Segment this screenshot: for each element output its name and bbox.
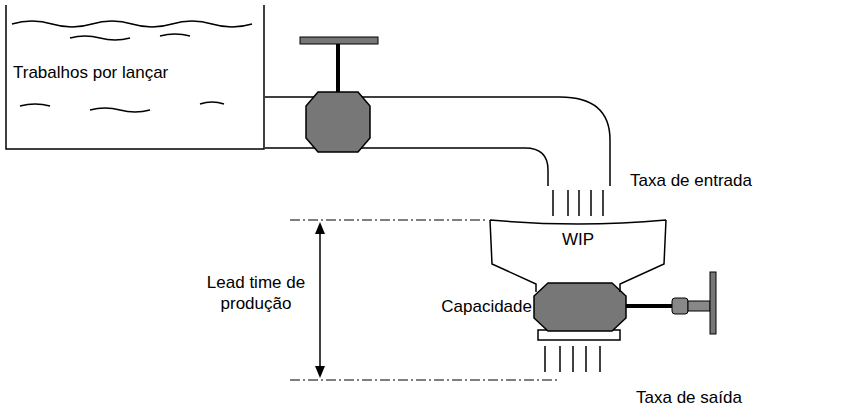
lead-time-label: Lead time de produção [200, 272, 312, 315]
capacity-valve [534, 283, 626, 331]
dimension-arrow [319, 232, 321, 368]
valve-handle [710, 272, 716, 334]
node-text: WIP [562, 230, 594, 250]
funnel-outline [490, 218, 666, 292]
output-rate-label: Taxa de saída [636, 387, 742, 408]
valve-handle [300, 37, 378, 44]
node-text: Trabalhos por lançar [13, 63, 168, 83]
capacity-label: Capacidade [441, 296, 532, 317]
wip-funnel: WIP [490, 218, 666, 292]
input-rate-label: Taxa de entrada [630, 170, 752, 191]
job-tank: Trabalhos por lançar [5, 5, 265, 150]
valve-body [306, 92, 370, 152]
water-surface [12, 21, 252, 27]
